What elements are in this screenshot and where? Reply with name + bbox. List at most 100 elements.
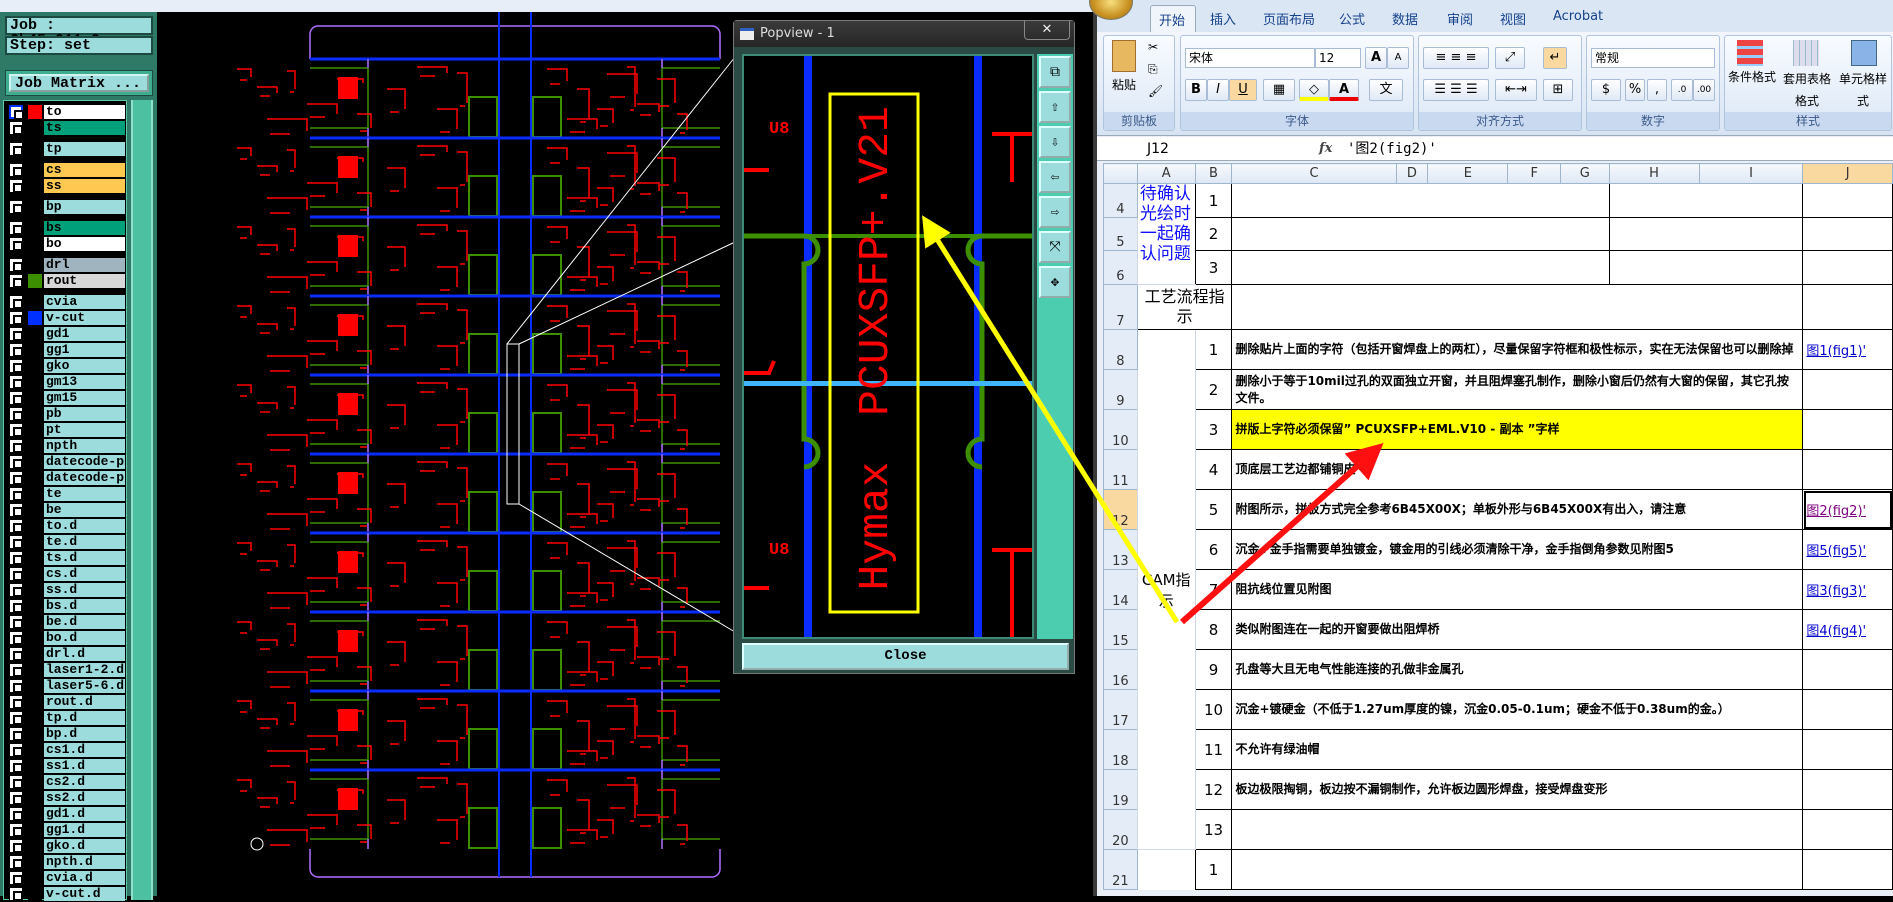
row-header[interactable]: 17 (1103, 689, 1138, 730)
row-header[interactable]: 16 (1103, 649, 1138, 690)
job-matrix-button[interactable]: Job Matrix ... (5, 70, 153, 96)
link-cell[interactable] (1802, 649, 1893, 690)
layer-checkbox[interactable] (9, 311, 23, 325)
layer-checkbox[interactable] (9, 423, 23, 437)
layer-checkbox[interactable] (9, 583, 23, 597)
figure-link[interactable]: 图3(fig3)' (1806, 584, 1867, 599)
link-cell[interactable]: 图1(fig1)' (1802, 329, 1893, 370)
layer-checkbox[interactable] (9, 887, 23, 901)
layer-name[interactable]: pt (44, 423, 125, 437)
layer-row-pb[interactable]: pb (7, 407, 125, 422)
layer-checkbox[interactable] (9, 179, 23, 193)
layer-checkbox[interactable] (9, 807, 23, 821)
name-box[interactable]: J12 (1147, 141, 1169, 157)
tab-formulas[interactable]: 公式 (1339, 13, 1366, 28)
layer-row-rout.d[interactable]: rout.d (7, 695, 125, 710)
row-header[interactable]: 19 (1103, 769, 1138, 810)
tab-insert[interactable]: 插入 (1210, 13, 1237, 28)
column-header[interactable]: A (1136, 163, 1196, 184)
tab-data[interactable]: 数据 (1392, 13, 1419, 28)
layer-name[interactable]: ss (44, 179, 125, 193)
shrink-font-button[interactable]: A (1387, 47, 1409, 69)
row-header[interactable]: 7 (1103, 284, 1138, 330)
layer-checkbox[interactable] (9, 359, 23, 373)
layer-row-cs[interactable]: cs (7, 163, 125, 178)
cell[interactable] (1231, 284, 1804, 330)
layer-checkbox[interactable] (9, 679, 23, 693)
item-number-cell[interactable]: 2 (1194, 217, 1233, 251)
layer-row-datecode-pbot[interactable]: datecode-pbot (7, 455, 125, 470)
row-header[interactable]: 20 (1103, 809, 1138, 850)
cell[interactable] (1802, 250, 1893, 285)
layer-name[interactable]: bp (44, 200, 125, 214)
percent-button[interactable]: % (1625, 79, 1645, 101)
layer-checkbox[interactable] (9, 551, 23, 565)
layer-checkbox[interactable] (9, 221, 23, 235)
layer-checkbox[interactable] (9, 375, 23, 389)
layer-row-v-cut.d[interactable]: v-cut.d (7, 887, 125, 902)
process-label-cell[interactable]: 工艺流程指示 (1136, 284, 1233, 330)
format-painter-icon[interactable]: 🖌 (1148, 84, 1164, 98)
column-header[interactable]: C (1231, 163, 1397, 184)
wrap-text-button[interactable]: ↵ (1543, 47, 1567, 69)
layer-name[interactable]: te (44, 487, 125, 501)
insert-function-button[interactable]: fx (1319, 141, 1333, 156)
item-number-cell[interactable]: 8 (1194, 609, 1233, 650)
item-number-cell[interactable]: 7 (1194, 569, 1233, 610)
layer-name[interactable]: laser5-6.d (44, 679, 125, 693)
conditional-format-button[interactable]: 条件格式 (1727, 70, 1776, 84)
layer-row-bp[interactable]: bp (7, 200, 125, 215)
layer-name[interactable]: rout.d (44, 695, 125, 709)
link-cell[interactable] (1802, 689, 1893, 730)
cell[interactable] (1231, 849, 1804, 890)
format-as-table-button[interactable]: 套用表格格式 (1782, 72, 1831, 108)
bold-button[interactable]: B (1185, 79, 1207, 101)
layer-name[interactable]: drl (44, 258, 125, 272)
layer-row-te[interactable]: te (7, 487, 125, 502)
select-all-corner[interactable] (1103, 163, 1138, 184)
instruction-cell[interactable]: 孔盘等大且无电气性能连接的孔做非金属孔 (1231, 649, 1804, 690)
layer-name[interactable]: gg1.d (44, 823, 125, 837)
cell[interactable] (1137, 849, 1196, 890)
layer-row-gko[interactable]: gko (7, 359, 125, 374)
layer-checkbox[interactable] (9, 567, 23, 581)
layer-checkbox[interactable] (9, 663, 23, 677)
layer-row-pt[interactable]: pt (7, 423, 125, 438)
layer-row-bp.d[interactable]: bp.d (7, 727, 125, 742)
layer-checkbox[interactable] (9, 327, 23, 341)
cell[interactable] (1608, 183, 1804, 218)
layer-row-drl.d[interactable]: drl.d (7, 647, 125, 662)
layer-name[interactable]: datecode-pbot (44, 455, 125, 469)
layer-name[interactable]: ss.d (44, 583, 125, 597)
row-header[interactable]: 5 (1103, 217, 1138, 251)
layer-row-cvia.d[interactable]: cvia.d (7, 871, 125, 886)
cell[interactable] (1802, 849, 1893, 890)
layer-name[interactable]: gm13 (44, 375, 125, 389)
item-number-cell[interactable]: 4 (1194, 449, 1233, 490)
vertical-align-buttons[interactable]: ≡ ≡ ≡ (1423, 47, 1489, 69)
layer-row-bo.d[interactable]: bo.d (7, 631, 125, 646)
grow-font-button[interactable]: A (1365, 47, 1387, 69)
layer-row-tp[interactable]: tp (7, 142, 125, 157)
popview-canvas[interactable]: U8 U8 PCUXSFP+.V21 Hymax (742, 54, 1034, 639)
layer-name[interactable]: gm15 (44, 391, 125, 405)
layer-row-te.d[interactable]: te.d (7, 535, 125, 550)
layer-checkbox[interactable] (9, 105, 24, 120)
layer-row-gg1[interactable]: gg1 (7, 343, 125, 358)
column-header[interactable]: B (1194, 163, 1233, 184)
layer-name[interactable]: cs2.d (44, 775, 125, 789)
item-number-cell[interactable]: 12 (1194, 769, 1233, 810)
layer-name[interactable]: v-cut (44, 311, 125, 325)
column-header[interactable]: J (1802, 163, 1893, 184)
layer-checkbox[interactable] (9, 258, 23, 272)
layer-checkbox[interactable] (9, 503, 23, 517)
layer-name[interactable]: gg1 (44, 343, 125, 357)
layer-name[interactable]: be (44, 503, 125, 517)
merge-center-button[interactable]: ⊞ (1543, 79, 1573, 101)
layer-checkbox[interactable] (9, 855, 23, 869)
figure-link[interactable]: 图4(fig4)' (1806, 624, 1867, 639)
figure-link[interactable]: 图5(fig5)' (1806, 544, 1867, 559)
layer-checkbox[interactable] (9, 439, 23, 453)
layer-checkbox[interactable] (9, 407, 23, 421)
layer-checkbox[interactable] (9, 615, 23, 629)
